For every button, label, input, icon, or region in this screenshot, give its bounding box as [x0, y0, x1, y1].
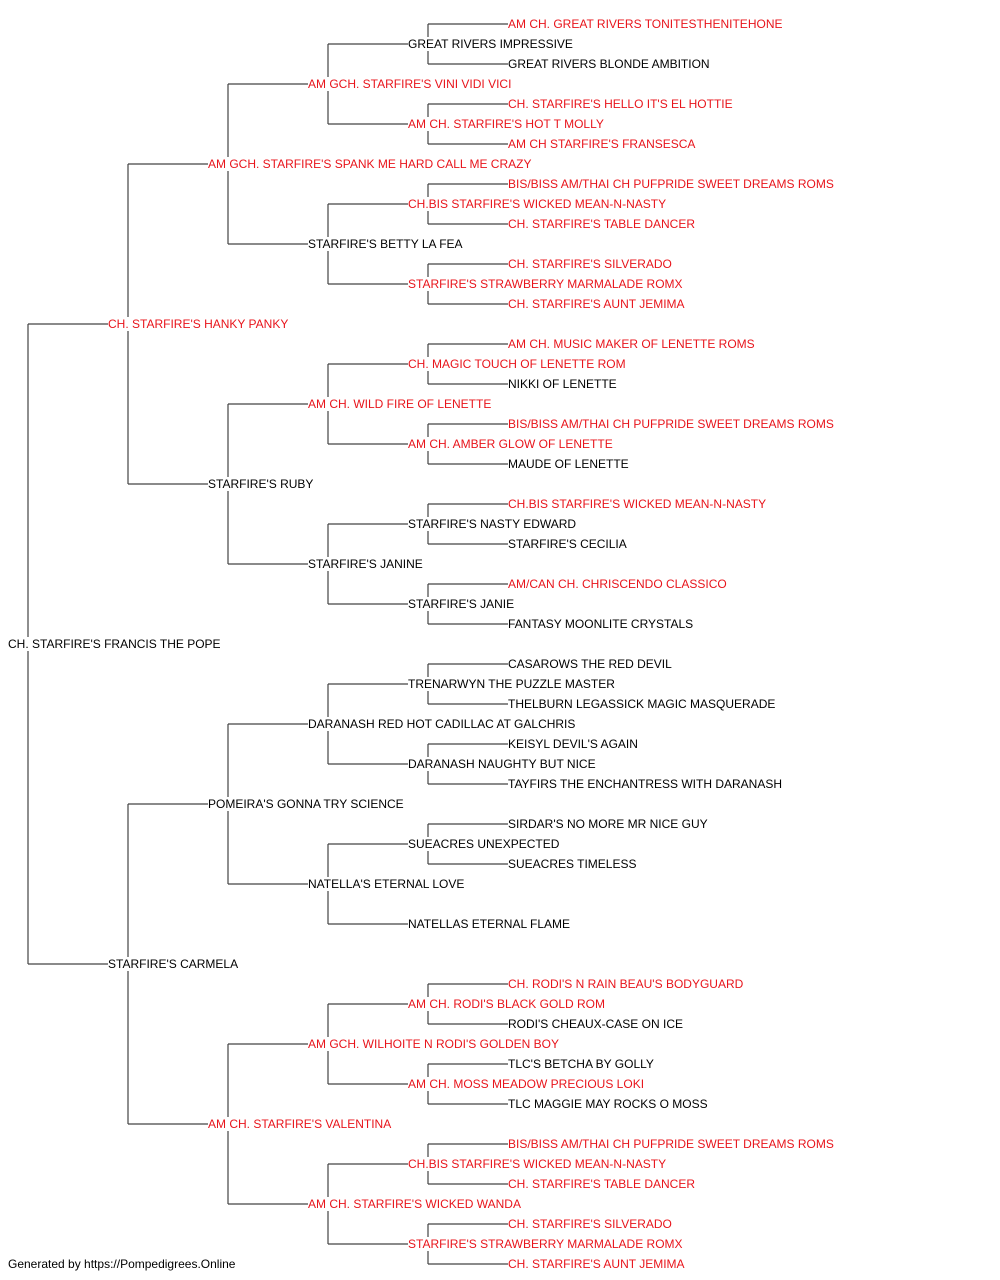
ancestor-name: AM GCH. STARFIRE'S VINI VIDI VICI [308, 77, 514, 91]
ancestor-name: NATELLA'S ETERNAL LOVE [308, 877, 467, 891]
ancestor-name: STARFIRE'S RUBY [208, 477, 316, 491]
ancestor-name: AM CH. RODI'S BLACK GOLD ROM [408, 997, 607, 1011]
ancestor-name: STARFIRE'S JANIE [408, 597, 517, 611]
ancestor-name: STARFIRE'S NASTY EDWARD [408, 517, 579, 531]
ancestor-name: GREAT RIVERS IMPRESSIVE [408, 37, 575, 51]
ancestor-name: STARFIRE'S BETTY LA FEA [308, 237, 465, 251]
ancestor-name: DARANASH NAUGHTY BUT NICE [408, 757, 598, 771]
ancestor-name: CASAROWS THE RED DEVIL [508, 657, 674, 671]
ancestor-name: STARFIRE'S CECILIA [508, 537, 629, 551]
ancestor-name: CH. RODI'S N RAIN BEAU'S BODYGUARD [508, 977, 746, 991]
ancestor-name: TRENARWYN THE PUZZLE MASTER [408, 677, 617, 691]
ancestor-name: BIS/BISS AM/THAI CH PUFPRIDE SWEET DREAM… [508, 177, 836, 191]
ancestor-name: AM CH. STARFIRE'S HOT T MOLLY [408, 117, 606, 131]
ancestor-name: STARFIRE'S STRAWBERRY MARMALADE ROMX [408, 277, 685, 291]
ancestor-name: TAYFIRS THE ENCHANTRESS WITH DARANASH [508, 777, 785, 791]
ancestor-name: RODI'S CHEAUX-CASE ON ICE [508, 1017, 685, 1031]
ancestor-name: CH. STARFIRE'S AUNT JEMIMA [508, 1257, 687, 1271]
ancestor-name: STARFIRE'S CARMELA [108, 957, 241, 971]
ancestor-name: MAUDE OF LENETTE [508, 457, 631, 471]
ancestor-name: AM CH. STARFIRE'S WICKED WANDA [308, 1197, 523, 1211]
ancestor-name: AM CH. WILD FIRE OF LENETTE [308, 397, 494, 411]
ancestor-name: AM CH. GREAT RIVERS TONITESTHENITEHONE [508, 17, 785, 31]
ancestor-name: CH. STARFIRE'S SILVERADO [508, 257, 674, 271]
ancestor-name: NIKKI OF LENETTE [508, 377, 619, 391]
ancestor-name: AM/CAN CH. CHRISCENDO CLASSICO [508, 577, 729, 591]
ancestor-name: SIRDAR'S NO MORE MR NICE GUY [508, 817, 710, 831]
ancestor-name: AM GCH. STARFIRE'S SPANK ME HARD CALL ME… [208, 157, 534, 171]
ancestor-name: CH. MAGIC TOUCH OF LENETTE ROM [408, 357, 628, 371]
ancestor-name: CH.BIS STARFIRE'S WICKED MEAN-N-NASTY [508, 497, 769, 511]
ancestor-name: CH. STARFIRE'S SILVERADO [508, 1217, 674, 1231]
ancestor-name: CH. STARFIRE'S HELLO IT'S EL HOTTIE [508, 97, 735, 111]
ancestor-name: POMEIRA'S GONNA TRY SCIENCE [208, 797, 406, 811]
ancestor-name: AM CH. AMBER GLOW OF LENETTE [408, 437, 615, 451]
ancestor-name: AM CH STARFIRE'S FRANSESCA [508, 137, 698, 151]
ancestor-name: STARFIRE'S JANINE [308, 557, 425, 571]
ancestor-name: SUEACRES TIMELESS [508, 857, 639, 871]
ancestor-name: TLC MAGGIE MAY ROCKS O MOSS [508, 1097, 710, 1111]
ancestor-name: STARFIRE'S STRAWBERRY MARMALADE ROMX [408, 1237, 685, 1251]
generated-by-footer: Generated by https://Pompedigrees.Online [8, 1257, 236, 1271]
subject-dog-name: CH. STARFIRE'S FRANCIS THE POPE [8, 637, 223, 651]
ancestor-name: CH. STARFIRE'S TABLE DANCER [508, 1177, 697, 1191]
ancestor-name: CH.BIS STARFIRE'S WICKED MEAN-N-NASTY [408, 1157, 669, 1171]
ancestor-name: NATELLAS ETERNAL FLAME [408, 917, 573, 931]
ancestor-name: BIS/BISS AM/THAI CH PUFPRIDE SWEET DREAM… [508, 1137, 836, 1151]
ancestor-name: SUEACRES UNEXPECTED [408, 837, 562, 851]
ancestor-name: FANTASY MOONLITE CRYSTALS [508, 617, 696, 631]
ancestor-name: DARANASH RED HOT CADILLAC AT GALCHRIS [308, 717, 578, 731]
ancestor-name: AM CH. STARFIRE'S VALENTINA [208, 1117, 394, 1131]
ancestor-name: CH. STARFIRE'S AUNT JEMIMA [508, 297, 687, 311]
ancestor-name: CH. STARFIRE'S HANKY PANKY [108, 317, 291, 331]
ancestor-name: BIS/BISS AM/THAI CH PUFPRIDE SWEET DREAM… [508, 417, 836, 431]
ancestor-name: AM GCH. WILHOITE N RODI'S GOLDEN BOY [308, 1037, 561, 1051]
ancestor-name: CH. STARFIRE'S TABLE DANCER [508, 217, 697, 231]
ancestor-name: GREAT RIVERS BLONDE AMBITION [508, 57, 712, 71]
ancestor-name: KEISYL DEVIL'S AGAIN [508, 737, 640, 751]
ancestor-name: THELBURN LEGASSICK MAGIC MASQUERADE [508, 697, 778, 711]
ancestor-name: AM CH. MOSS MEADOW PRECIOUS LOKI [408, 1077, 647, 1091]
ancestor-name: CH.BIS STARFIRE'S WICKED MEAN-N-NASTY [408, 197, 669, 211]
ancestor-name: TLC'S BETCHA BY GOLLY [508, 1057, 656, 1071]
ancestor-name: AM CH. MUSIC MAKER OF LENETTE ROMS [508, 337, 757, 351]
